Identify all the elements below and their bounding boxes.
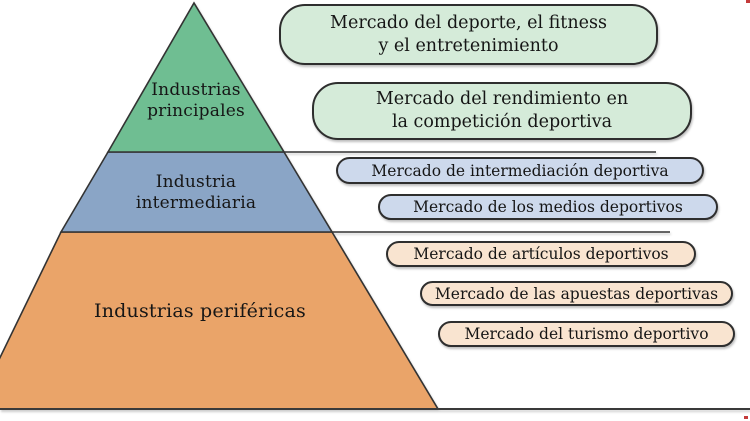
- red-artifact-mark-bottom-right: [744, 416, 748, 419]
- market-box-turismo-deportivo: Mercado del turismo deportivo: [438, 321, 735, 347]
- market-box-intermediacion-deportiva: Mercado de intermediación deportiva: [336, 157, 704, 184]
- market-box-deporte-fitness-entretenimiento: Mercado del deporte, el fitness y el ent…: [279, 4, 658, 65]
- market-box-apuestas-deportivas: Mercado de las apuestas deportivas: [420, 281, 733, 306]
- market-box-rendimiento-competicion: Mercado del rendimiento en la competició…: [312, 82, 692, 140]
- market-box-medios-deportivos: Mercado de los medios deportivos: [378, 194, 718, 220]
- pyramid-label-industrias-principales: Industrias principales: [147, 80, 245, 121]
- red-artifact-mark-top-right: [746, 0, 750, 3]
- market-box-articulos-deportivos: Mercado de artículos deportivos: [386, 241, 696, 267]
- pyramid-label-industria-intermediaria: Industria intermediaria: [135, 172, 257, 213]
- pyramid-label-industrias-perifericas: Industrias periféricas: [94, 300, 306, 322]
- pyramid-level-principales-shape: [106, 1, 286, 153]
